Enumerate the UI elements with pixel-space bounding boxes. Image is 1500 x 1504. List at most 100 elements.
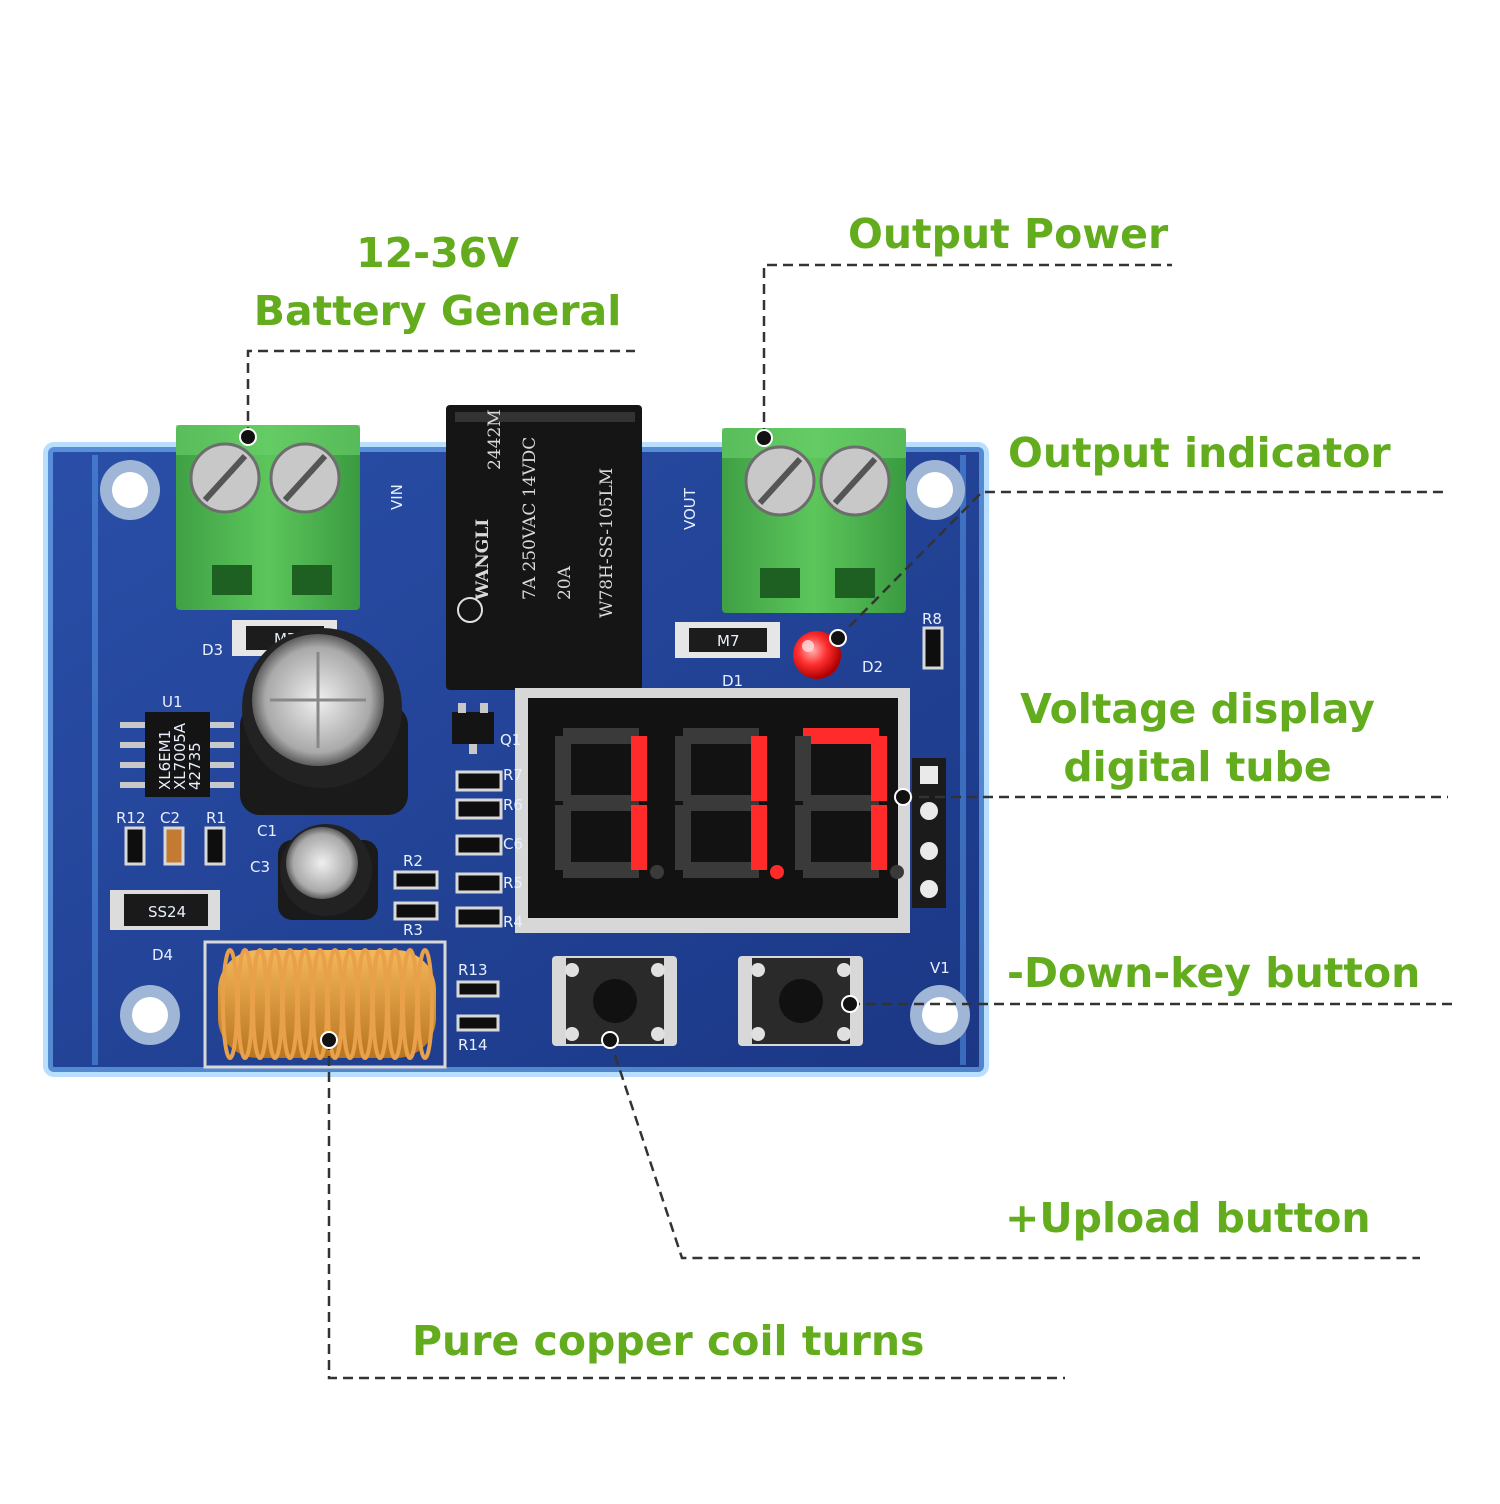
dot-output-indicator [829,629,847,647]
designator-c6: C6 [503,835,523,853]
dot-battery [239,428,257,446]
designator-u1: U1 [162,693,183,711]
mounting-hole [120,985,180,1045]
segment-dp [770,865,784,879]
designator-r6: R6 [503,796,523,814]
diode-d1-marking: M7 [717,632,740,650]
designator-q1: Q1 [500,731,521,749]
mounting-hole [905,460,965,520]
leader-battery [246,349,635,437]
segment-e [675,805,691,870]
label-output-indicator: Output indicator [1008,429,1391,477]
chip-line-1: XL6EM1 [156,730,174,790]
segment-c [871,805,887,870]
segment-b [871,736,887,801]
segment-a [563,728,639,744]
label-battery-general: Battery General [253,287,622,335]
leader-dots [239,428,912,1049]
designator-r5: R5 [503,874,523,892]
segment-e [555,805,571,870]
label-upload: +Upload button [1005,1194,1371,1242]
copper-coil [203,940,447,1069]
input-terminal-block [176,425,360,610]
segment-a [683,728,759,744]
leader-lines [246,263,1455,1380]
vin-silkscreen: VIN [388,484,406,510]
designator-r1: R1 [206,809,226,827]
relay: WANGLI 2442M 7A 250VAC 14VDC 20A W78H-SS… [446,405,642,690]
designator-c2: C2 [160,809,180,827]
relay-model: W78H-SS-105LM [597,468,617,618]
label-output-power: Output Power [848,210,1169,258]
segment-g [803,795,879,811]
smd-components [124,626,944,1032]
output-indicator-led [793,631,841,679]
designator-r14: R14 [458,1036,488,1054]
dot-upload [601,1031,619,1049]
relay-brand: WANGLI [473,519,493,601]
designator-d4: D4 [152,946,173,964]
segment-c [631,805,647,870]
segment-f [795,736,811,801]
segment-b [631,736,647,801]
dot-output-power [755,429,773,447]
designator-r12: R12 [116,809,146,827]
designator-r3: R3 [403,921,423,939]
designator-r13: R13 [458,961,488,979]
segment-g [683,795,759,811]
segment-f [555,736,571,801]
designator-d3: D3 [202,641,223,659]
segment-g [563,795,639,811]
leader-upload [608,1039,1420,1260]
header-pins [912,758,946,908]
chip-u1: XL6EM1 XL7005A 42735 [120,712,234,797]
relay-code: 2442M [485,409,505,470]
mounting-hole [100,460,160,520]
label-battery-voltage: 12-36V [356,229,519,277]
segment-d [683,862,759,878]
designator-c3: C3 [250,858,270,876]
schottky-diode-d4: SS24 [110,890,220,930]
capacitor-c1 [240,628,408,815]
vout-silkscreen: VOUT [681,487,699,530]
leader-coil [327,1040,1065,1380]
mounting-holes [100,460,970,1045]
relay-spec-2: 20A [555,565,575,600]
voltage-display: 11.7 [515,688,910,933]
segment-c [751,805,767,870]
segment-f [675,736,691,801]
segment-a [803,728,879,744]
chip-line-3: 42735 [186,742,204,790]
designator-r8: R8 [922,610,942,628]
segment-d [563,862,639,878]
designator-r7: R7 [503,766,523,784]
segment-b [751,736,767,801]
label-voltage-display-1: Voltage display [1020,685,1375,733]
dot-voltage-display [894,788,912,806]
segment-dp [650,865,664,879]
relay-spec-1: 7A 250VAC 14VDC [520,437,540,600]
label-coil: Pure copper coil turns [412,1317,925,1365]
label-down-key: -Down-key button [1007,949,1421,997]
display-reading-text: 11.7 [700,901,727,915]
capacitor-c3 [278,824,378,920]
leader-output-power [762,263,1172,438]
chip-line-2: XL7005A [171,722,189,790]
capacitor-c2 [163,826,185,866]
label-voltage-display-2: digital tube [1063,743,1332,791]
transistor-q1 [452,703,494,754]
designator-d1: D1 [722,672,743,690]
designator-v1: V1 [930,959,950,977]
seven-segment-digits [555,728,904,879]
diode-d1: M7 [675,622,780,658]
down-key-button-component [738,956,863,1046]
mounting-hole [910,985,970,1045]
designator-d2: D2 [862,658,883,676]
upload-button-component [552,956,677,1046]
schottky-marking: SS24 [148,903,186,921]
dot-down-key [841,995,859,1013]
segment-dp [890,865,904,879]
